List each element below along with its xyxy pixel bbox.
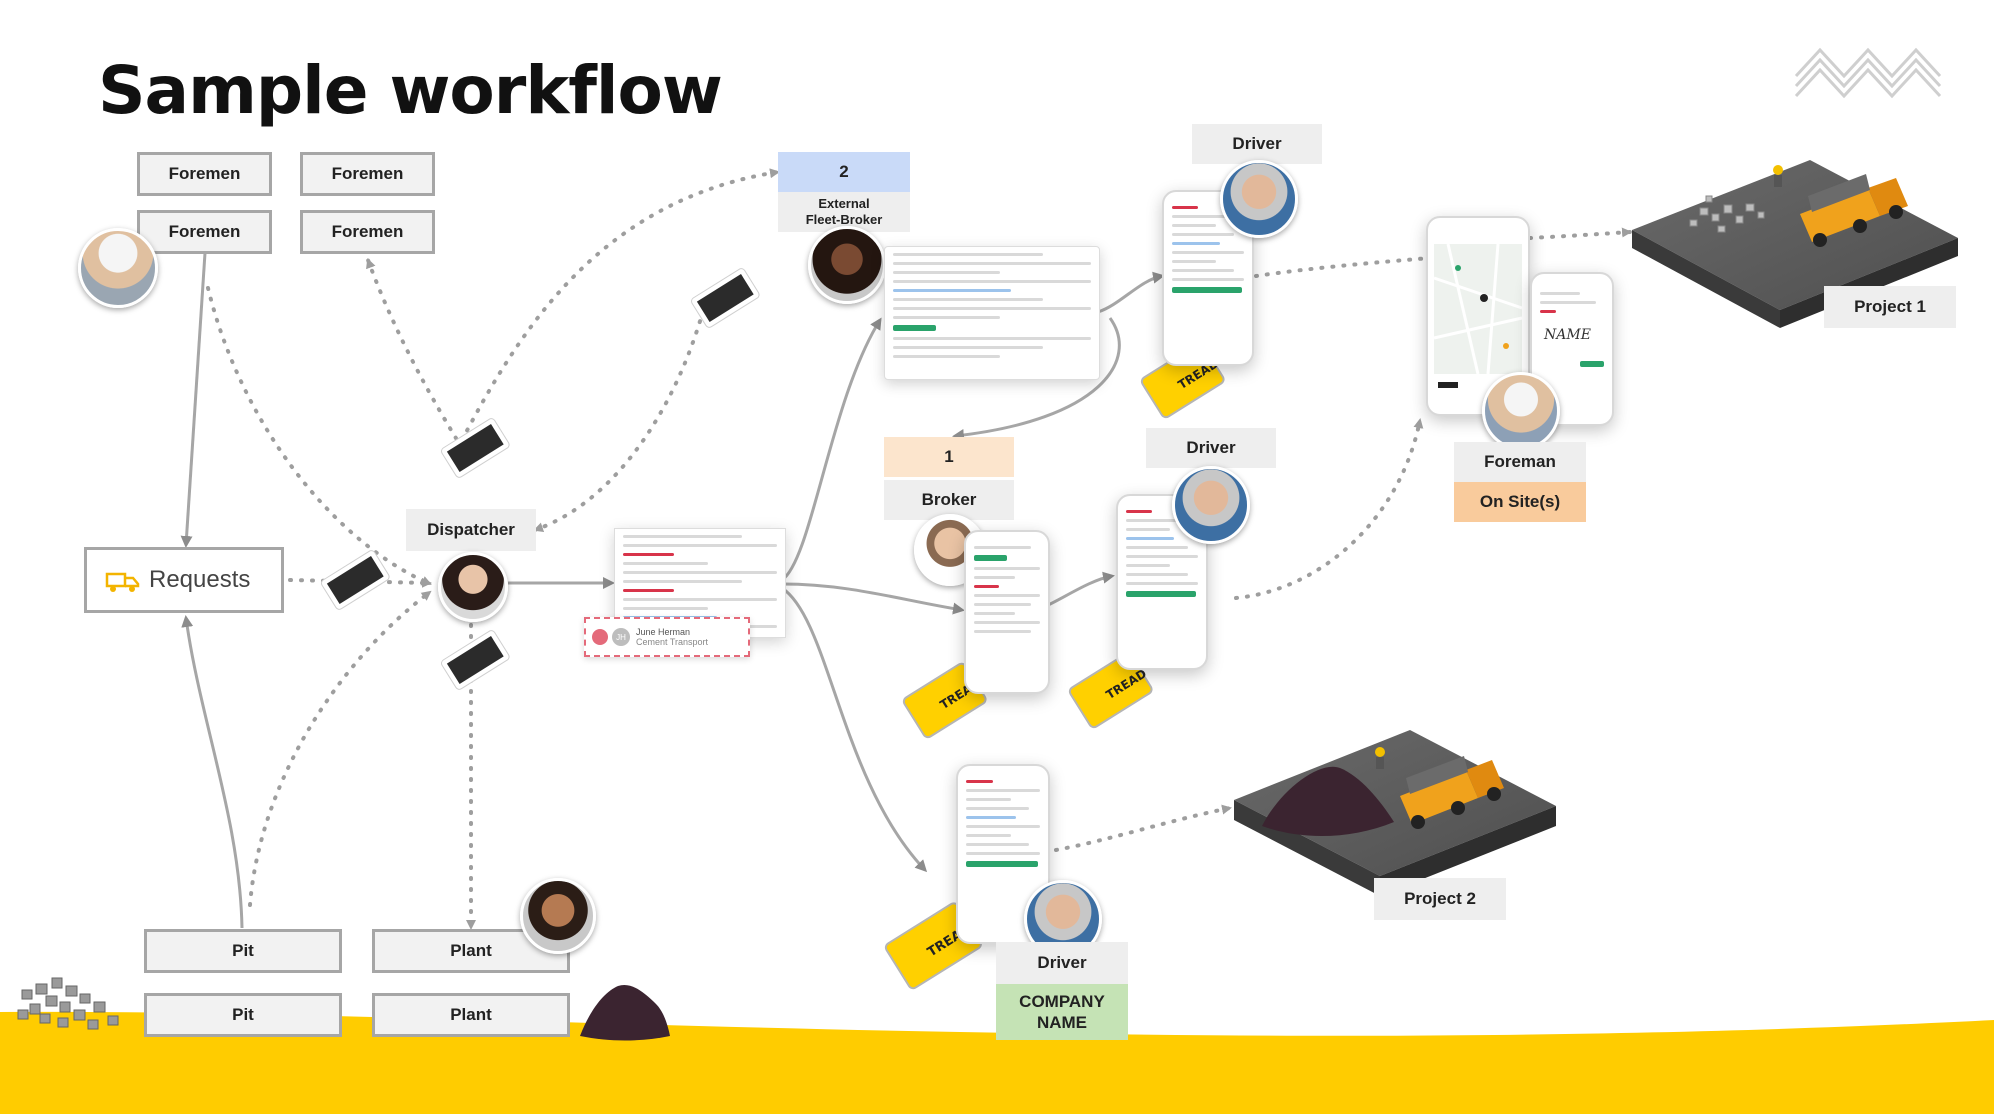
foremen-box: Foremen (137, 152, 272, 196)
tablet-devices (321, 268, 760, 690)
driver-label: Driver (1146, 428, 1276, 468)
broker-phone-screenshot (964, 530, 1050, 694)
plant-box: Plant (372, 993, 570, 1037)
tablet-icon (321, 550, 390, 610)
dashboard-to-broker-line (781, 582, 965, 615)
project2-site-illustration (1234, 730, 1556, 896)
project1-label: Project 1 (1824, 286, 1956, 328)
broker-number: 1 (884, 437, 1014, 477)
ticket-card: JH June Herman Cement Transport (584, 617, 750, 657)
dashboard-to-fleet-line (781, 317, 882, 582)
driver2-dotted-to-foreman (1234, 418, 1424, 600)
foremen-box: Foremen (300, 152, 435, 196)
fleet-broker-dashboard-screenshot (884, 246, 1100, 380)
foremen-dotted-to-dispatcher (206, 286, 432, 586)
fleet-dotted-to-dispatcher (533, 298, 708, 533)
requests-dotted-to-dispatcher (288, 577, 432, 588)
fleet-broker-label-line1: External (818, 195, 870, 211)
dirt-pile-icon (580, 984, 670, 1041)
dispatcher-avatar (438, 552, 508, 622)
company-line1: COMPANY (1019, 991, 1105, 1011)
on-site-badge: On Site(s) (1454, 482, 1586, 522)
foremen-box: Foremen (300, 210, 435, 254)
gravel-pile-icon (17, 977, 119, 1030)
signature-text: NAME (1544, 327, 1591, 343)
dirt-pile-icon (1262, 766, 1394, 837)
fleet-to-driver1-line (1097, 271, 1165, 314)
dashboard-to-driver3-line (781, 586, 928, 873)
fleet-broker-number: 2 (778, 152, 910, 192)
dump-truck-icon (1800, 174, 1908, 247)
fleet-broker-avatar (808, 226, 886, 304)
fleet-broker-label: External Fleet-Broker (778, 192, 910, 232)
plant-avatar (520, 878, 596, 954)
driver3-dotted-to-project2 (1054, 804, 1232, 852)
ticket-name: June Herman (636, 627, 691, 637)
yellow-ground (0, 1011, 1994, 1114)
ticket-card-text: June Herman Cement Transport (636, 627, 708, 647)
worker-icon (1773, 165, 1783, 187)
tread-card-icon: TREAD (1068, 652, 1153, 729)
foreman-onsite-avatar (1482, 372, 1560, 450)
project2-label: Project 2 (1374, 878, 1506, 920)
driver-label: Driver (996, 942, 1128, 984)
foreman-dotted-to-project1 (1528, 227, 1632, 240)
pit-box: Pit (144, 929, 342, 973)
initials-avatar: JH (612, 628, 630, 646)
requests-box: Requests (84, 547, 284, 613)
company-name-badge: COMPANY NAME (996, 984, 1128, 1040)
dispatcher-dotted-to-fleet (460, 168, 780, 442)
map-icon (1433, 243, 1523, 388)
company-line2: NAME (1036, 1013, 1088, 1032)
brand-logo (1794, 47, 1942, 99)
foreman-avatar (78, 228, 158, 308)
foremen-box: Foremen (137, 210, 272, 254)
dispatcher-label: Dispatcher (406, 509, 536, 551)
driver-avatar (1172, 466, 1250, 544)
truck-icon (105, 572, 140, 592)
dotted-connectors (206, 168, 1632, 930)
fleet-broker-label-line2: Fleet-Broker (805, 212, 883, 227)
alert-icon (592, 629, 608, 645)
ticket-subtitle: Cement Transport (636, 637, 709, 647)
plant-dotted-to-dispatcher (248, 590, 432, 907)
requests-label: Requests (149, 566, 251, 593)
pit-box: Pit (144, 993, 342, 1037)
driver1-dotted-to-foreman (1254, 256, 1432, 278)
worker-icon (1375, 747, 1385, 769)
tablet-icon (441, 418, 510, 478)
foremen-to-requests-line (180, 252, 207, 548)
dump-truck-icon (1400, 756, 1504, 829)
dispatcher-dotted-to-foremen (366, 258, 464, 450)
driver-avatar (1220, 160, 1298, 238)
broker-to-driver2-line (1045, 571, 1115, 608)
tablet-icon (691, 268, 760, 328)
fleet-to-broker-curve (952, 317, 1121, 441)
driver-label: Driver (1192, 124, 1322, 164)
tablet-icon (441, 630, 510, 690)
slide-title: Sample workflow (98, 52, 723, 129)
broker-label: Broker (884, 480, 1014, 520)
pit-to-requests-line (181, 615, 244, 929)
foreman-label: Foreman (1454, 442, 1586, 482)
solid-connectors (180, 252, 1165, 929)
